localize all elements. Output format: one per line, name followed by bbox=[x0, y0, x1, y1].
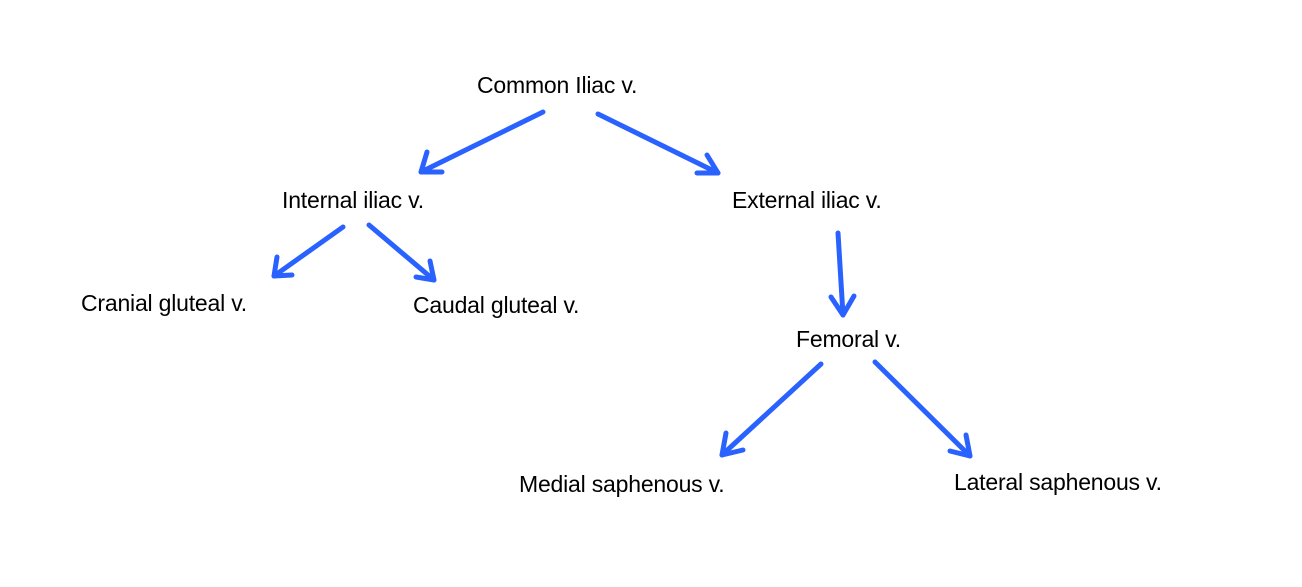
node-femoral: Femoral v. bbox=[796, 326, 901, 352]
node-common-iliac: Common Iliac v. bbox=[477, 72, 638, 98]
arrow-femoral-to-medial bbox=[719, 361, 824, 458]
node-external-iliac: External iliac v. bbox=[732, 187, 882, 213]
node-cranial-gluteal: Cranial gluteal v. bbox=[81, 290, 248, 316]
arrow-internal-to-cranial bbox=[271, 224, 346, 279]
node-internal-iliac: Internal iliac v. bbox=[282, 187, 424, 213]
node-lateral-saphenous: Lateral saphenous v. bbox=[954, 469, 1162, 495]
node-medial-saphenous: Medial saphenous v. bbox=[519, 471, 725, 497]
node-caudal-gluteal: Caudal gluteal v. bbox=[413, 292, 580, 318]
arrow-external-to-femoral bbox=[828, 230, 857, 318]
arrow-internal-to-caudal bbox=[366, 222, 437, 283]
arrow-femoral-to-lateral bbox=[872, 359, 973, 459]
arrow-common-to-internal bbox=[418, 109, 546, 175]
arrow-common-to-external bbox=[595, 111, 721, 176]
